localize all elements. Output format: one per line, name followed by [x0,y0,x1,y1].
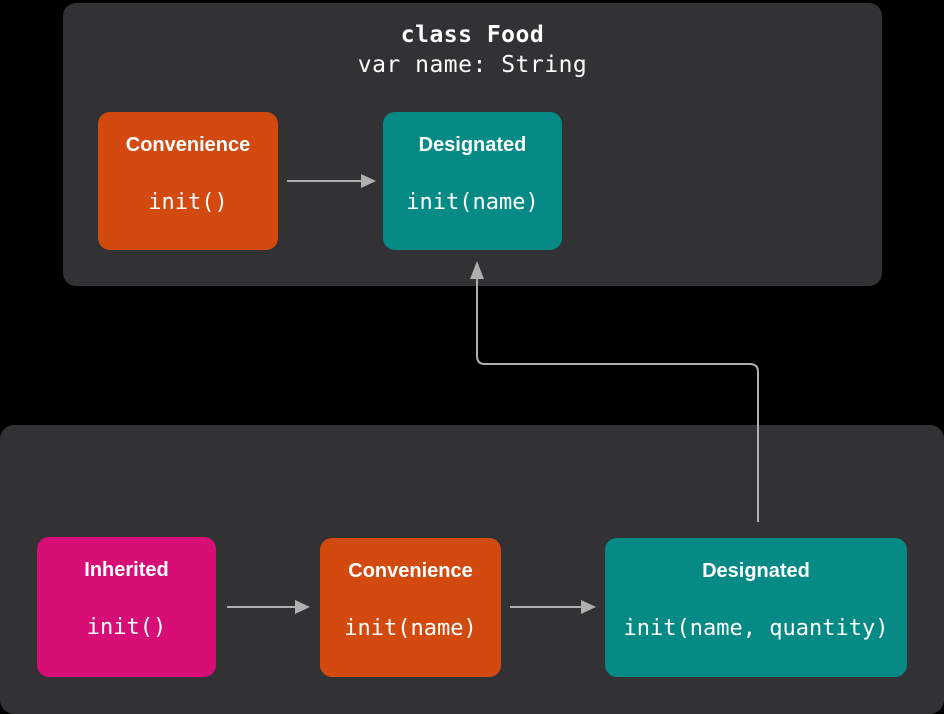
initializer-kind-label: Convenience [125,134,251,156]
initializer-signature: init(name) [344,616,477,641]
initializer-kind-label: Inherited [84,559,169,581]
node-subclass-convenience-init: Convenience init(name) [320,538,501,677]
initializer-kind-label: Designated [418,134,527,156]
initializer-signature: init(name, quantity) [623,616,889,641]
initializer-kind-label: Designated [702,560,810,582]
subclass-panel: Inherited init() Convenience init(name) … [0,425,944,714]
initializer-signature: init() [86,615,167,640]
initializer-kind-label: Convenience [348,560,473,582]
node-food-designated-init: Designated init(name) [383,112,562,250]
node-subclass-designated-init: Designated init(name, quantity) [605,538,907,677]
food-class-header: class Food var name: String [63,20,882,80]
class-property-text: var name: String [357,52,588,78]
initializer-signature: init() [148,190,228,215]
node-subclass-inherited-init: Inherited init() [37,537,216,677]
initializer-signature: init(name) [406,190,539,215]
node-food-convenience-init: Convenience init() [98,112,278,250]
food-class-panel: class Food var name: String Convenience … [63,3,882,286]
class-declaration-text: class Food [400,22,545,48]
